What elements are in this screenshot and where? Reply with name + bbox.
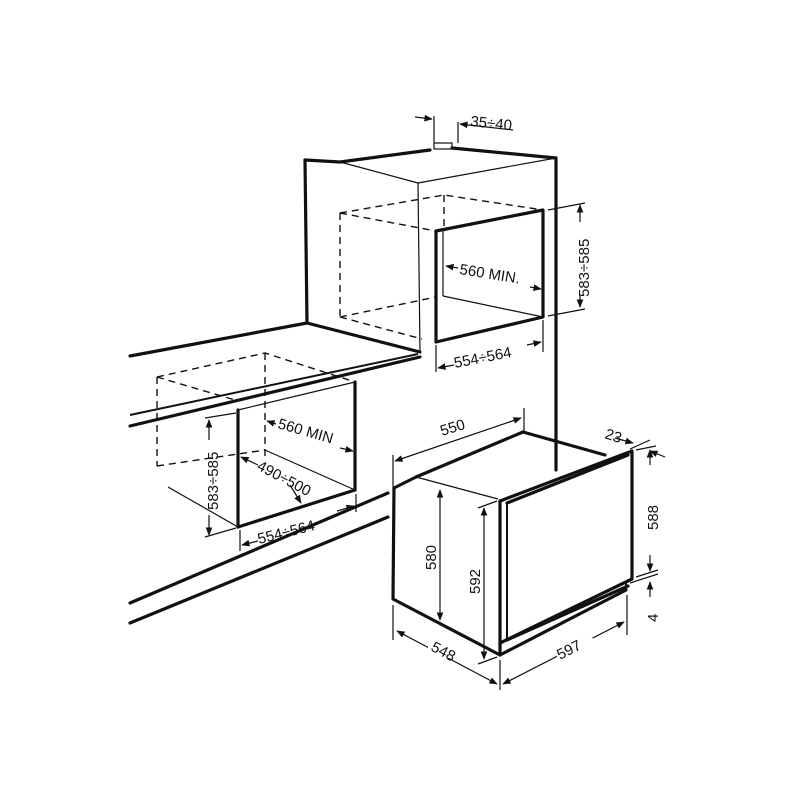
under-counter-niche: [128, 352, 390, 625]
label-lower-depth: 560 MIN: [276, 416, 335, 448]
dimension-oven-width: 597: [502, 595, 628, 685]
label-oven-top-depth: 550: [438, 416, 467, 440]
countertop: [128, 321, 422, 428]
dimension-lower-depth: 560 MIN: [266, 416, 354, 453]
label-oven-total-height: 592: [467, 569, 484, 594]
dimension-upper-height: 583÷585: [547, 202, 593, 317]
label-oven-body-height: 580: [423, 545, 440, 570]
dimension-oven-bottom-gap: 4: [629, 573, 662, 622]
column-cabinet: [303, 142, 558, 472]
oven-appliance: [391, 430, 634, 657]
label-upper-width: 554÷564: [453, 344, 513, 372]
label-upper-height: 583÷585: [576, 239, 593, 297]
dimension-oven-top-depth: 550: [392, 408, 525, 490]
label-lower-inner-depth: 490÷500: [254, 458, 313, 500]
label-lower-height: 583÷585: [205, 452, 222, 510]
dimension-upper-width: 554÷564: [435, 320, 544, 372]
dimension-top-gap: 35÷40: [414, 113, 514, 143]
label-lower-width: 554÷564: [256, 517, 317, 548]
label-top-gap: 35÷40: [470, 113, 513, 134]
dimension-upper-depth: 560 MIN.: [445, 261, 542, 291]
label-oven-front-thickness: 23: [603, 426, 624, 447]
dimension-lower-inner-depth: 490÷500: [240, 456, 314, 504]
dimension-oven-bottom-depth: 548: [392, 605, 501, 690]
dimension-lower-height: 583÷585: [204, 412, 237, 538]
dimension-oven-front-height: 588: [635, 445, 662, 578]
dimension-oven-front-thickness: 23: [603, 426, 666, 458]
label-oven-front-height: 588: [645, 505, 662, 530]
column-niche: [339, 194, 545, 344]
dimension-oven-body-height: 580: [423, 489, 444, 621]
label-upper-depth: 560 MIN.: [458, 261, 521, 287]
label-oven-bottom-gap: 4: [645, 614, 662, 622]
